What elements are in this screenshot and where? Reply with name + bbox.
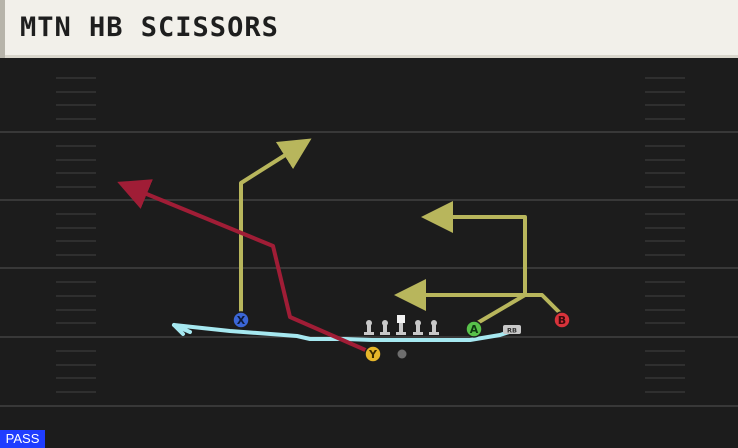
- route-x[interactable]: [239, 138, 312, 316]
- lineman-icon: [380, 320, 390, 335]
- player-y-marker[interactable]: Y: [364, 345, 382, 363]
- route-a[interactable]: [421, 201, 527, 327]
- play-type-badge: PASS: [0, 430, 45, 448]
- rb-tag: RB: [503, 325, 521, 335]
- play-title: MTN HB SCISSORS: [20, 12, 279, 43]
- title-accent: [0, 0, 5, 58]
- player-a-label: A: [470, 323, 479, 336]
- block-assignment-hook: [172, 323, 185, 336]
- player-y-label: Y: [368, 348, 378, 361]
- player-b-marker[interactable]: B: [553, 311, 571, 329]
- player-x-marker[interactable]: X: [232, 311, 250, 329]
- player-a-marker[interactable]: A: [465, 320, 483, 338]
- offensive-line: [364, 315, 439, 335]
- player-x-label: X: [237, 314, 246, 327]
- hash-marks-left: [56, 77, 96, 393]
- lineman-icon: [429, 320, 439, 335]
- play-field[interactable]: RB X Y A B: [0, 61, 738, 448]
- center-icon: [396, 315, 406, 335]
- rb-label: RB: [507, 327, 517, 335]
- player-b-label: B: [558, 314, 566, 327]
- title-bar: MTN HB SCISSORS: [0, 0, 738, 58]
- field-turf: [0, 61, 738, 448]
- route-b[interactable]: [394, 279, 562, 315]
- block-assignment-line: [172, 323, 517, 342]
- lineman-icon: [413, 320, 423, 335]
- route-y[interactable]: [117, 179, 371, 354]
- hash-marks-right: [645, 77, 685, 393]
- lineman-icon: [364, 320, 374, 335]
- quarterback-marker: [397, 349, 407, 359]
